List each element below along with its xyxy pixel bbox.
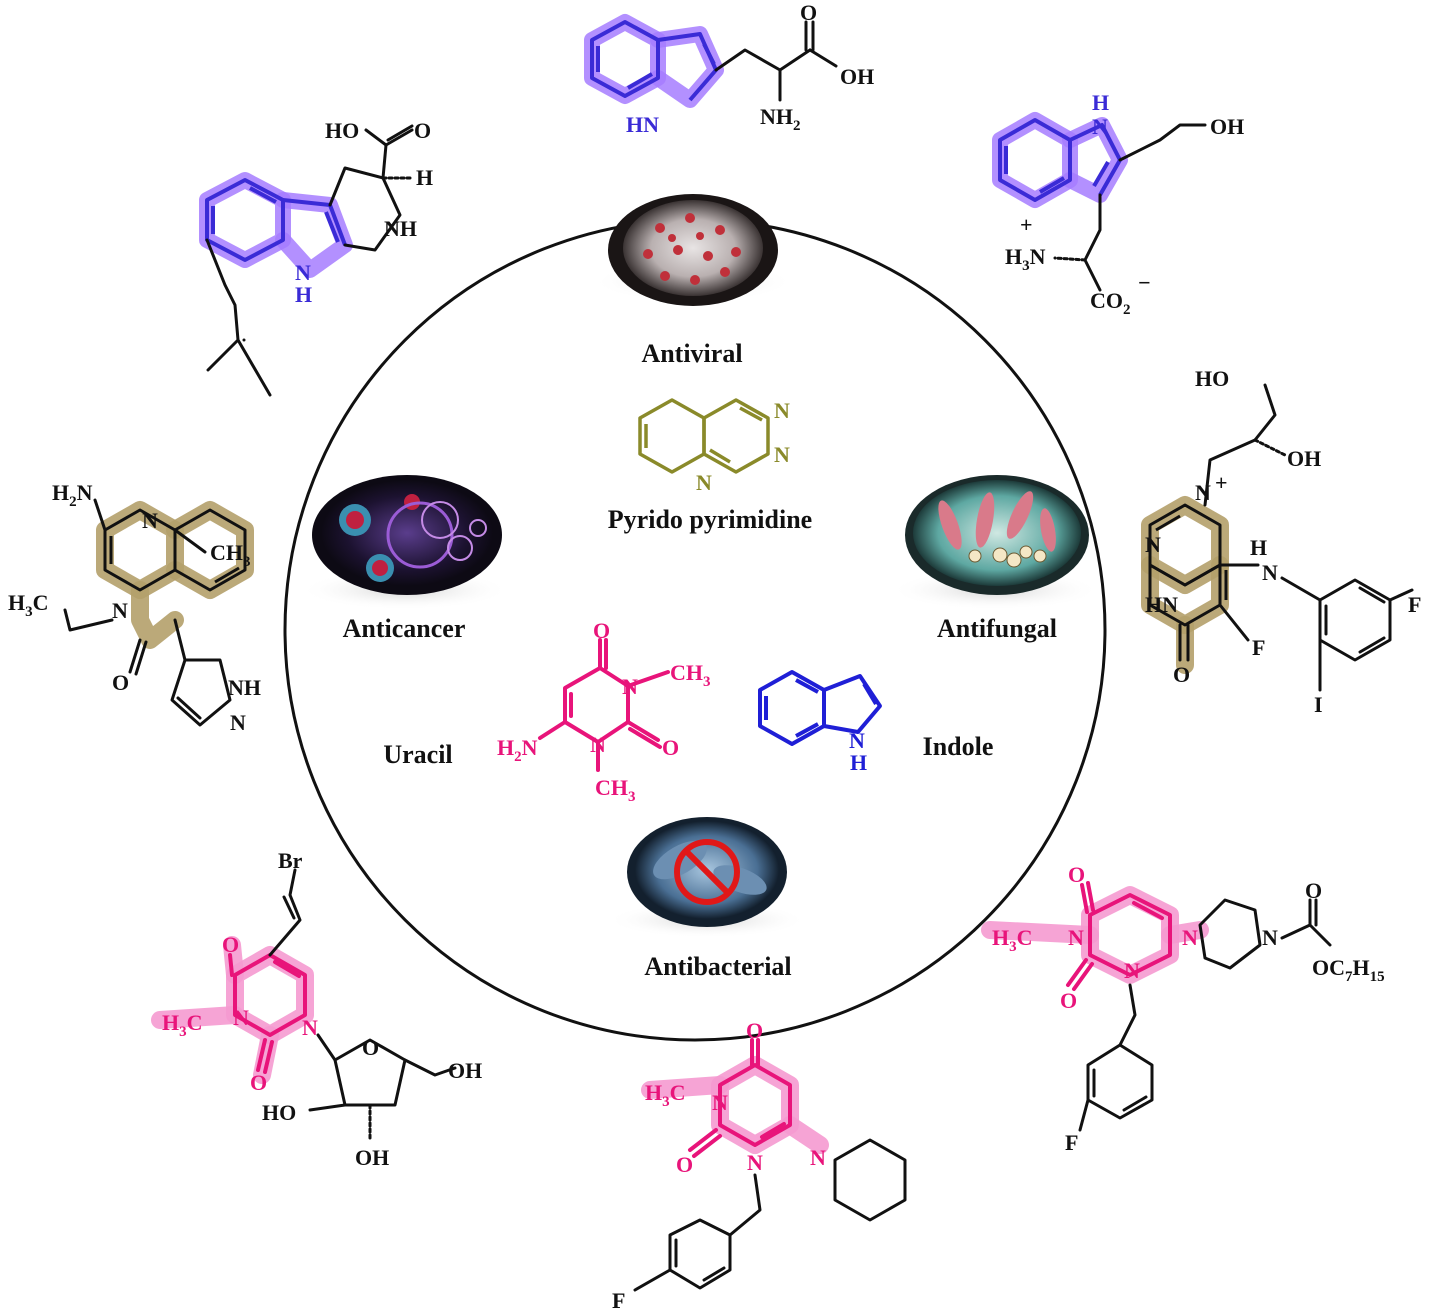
right-f-aryl: F: [1408, 592, 1421, 617]
pu-f: F: [612, 1288, 625, 1313]
right-plus: +: [1215, 470, 1228, 495]
bvu-o-bottom: O: [250, 1070, 267, 1095]
pz-f: F: [1065, 1130, 1078, 1155]
antibacterial-image: [607, 817, 807, 938]
uracil-h2n: H2N: [497, 735, 538, 765]
right-hn: HN: [1145, 592, 1178, 617]
left-n2: N: [112, 598, 128, 623]
bromovinyl-uridine-structure: O N H3C N O Br O OH HO OH: [151, 848, 482, 1170]
right-o: O: [1173, 662, 1190, 687]
carboline-ho: HO: [325, 118, 359, 143]
right-ho: HO: [1195, 366, 1229, 391]
trp-nh2: NH2: [760, 104, 801, 134]
carboline-n: N: [295, 260, 311, 285]
left-h2n: H2N: [52, 480, 93, 510]
indole-n: N: [849, 728, 865, 753]
uracil-o-right: O: [662, 735, 679, 760]
left-n-pyrazole: N: [230, 710, 246, 735]
right-nh-n: N: [1262, 560, 1278, 585]
prohibited-icon: [674, 839, 740, 905]
uracil-ch3-right: CH3: [670, 660, 711, 690]
tryptophol-h: H: [1092, 90, 1109, 115]
pz-h3c: H3C: [992, 925, 1033, 955]
uracil-n-bottom: N: [590, 732, 606, 757]
right-i: I: [1314, 692, 1323, 717]
right-oh: OH: [1287, 446, 1321, 471]
uracil-ch3-bottom: CH3: [595, 775, 636, 805]
uracil-label: Uracil: [383, 740, 452, 769]
antibacterial-label: Antibacterial: [644, 952, 791, 981]
pz-n3: N: [1182, 925, 1198, 950]
tryptophol-h3n: H3N: [1005, 244, 1046, 274]
pu-n3: N: [810, 1145, 826, 1170]
pz-o-bottom: O: [1060, 988, 1077, 1013]
antifungal-image: [890, 475, 1100, 610]
bvu-o-ring: O: [362, 1035, 379, 1060]
carboline-o: O: [414, 118, 431, 143]
bvu-n1: N: [233, 1005, 249, 1030]
pyrazolyl-pyridopyrimidine-structure: H2N N N CH3 H3C O NH N: [8, 480, 261, 735]
trp-oh: OH: [840, 64, 874, 89]
tryptophol-oh: OH: [1210, 114, 1244, 139]
tryptophol-structure: H N OH + H3N CO2 −: [992, 90, 1244, 318]
tryptophol-minus: −: [1138, 270, 1151, 295]
pz-oc7h15: OC7H15: [1312, 955, 1385, 985]
pyrido-pyrimidine-structure: N N N: [638, 398, 790, 495]
prenyl-carboline-structure: N H NH HO O H: [199, 118, 433, 397]
pyrido-label: Pyrido pyrimidine: [608, 505, 812, 534]
antiviral-label: Antiviral: [641, 339, 742, 368]
tryptophol-n: N: [1092, 114, 1108, 139]
piperidinyl-uracil-structure: O H3C N O N N F: [612, 1018, 907, 1313]
pyrido-n2: N: [774, 442, 790, 467]
indole-label: Indole: [923, 732, 994, 761]
carboline-h: H: [295, 282, 312, 307]
left-h3c: H3C: [8, 590, 49, 620]
bvu-oh-right: OH: [448, 1058, 482, 1083]
bvu-br: Br: [278, 848, 303, 873]
indole-h: H: [850, 750, 867, 775]
indole-structure: N H: [758, 670, 882, 775]
antiviral-image: [593, 194, 793, 306]
pu-o-top: O: [746, 1018, 763, 1043]
right-f-ring: F: [1252, 635, 1265, 660]
trp-o: O: [800, 0, 817, 25]
right-nh-h: H: [1250, 535, 1267, 560]
pz-n4: N: [1262, 925, 1278, 950]
pu-o-left: O: [676, 1152, 693, 1177]
right-n: N: [1145, 532, 1161, 557]
pu-h3c: H3C: [645, 1080, 686, 1110]
pz-n2: N: [1124, 958, 1140, 983]
tryptophan-structure: HN O OH NH2: [584, 0, 874, 137]
piperazine-uracil-structure: O H3C N O N N N O OC7H15 F: [981, 862, 1385, 1155]
anticancer-label: Anticancer: [343, 614, 466, 643]
pz-o-carb: O: [1305, 878, 1322, 903]
anticancer-image: [300, 475, 510, 610]
tryptophol-plus: +: [1020, 212, 1033, 237]
pu-n1: N: [712, 1090, 728, 1115]
aniline-pyridopyrimidine-structure: N + N HN O F HO OH H N F I: [1141, 366, 1421, 717]
antifungal-label: Antifungal: [937, 614, 1057, 643]
pyrido-n3: N: [696, 470, 712, 495]
bvu-oh-bottom: OH: [355, 1145, 389, 1170]
bvu-n2: N: [302, 1015, 318, 1040]
carboline-nh: NH: [384, 216, 417, 241]
bvu-h3c: H3C: [162, 1010, 203, 1040]
uracil-n-right: N: [622, 674, 638, 699]
left-ch3-top: CH3: [210, 540, 251, 570]
trp-hn: HN: [626, 112, 659, 137]
bvu-ho: HO: [262, 1100, 296, 1125]
pyrido-n1: N: [774, 398, 790, 423]
uracil-o-top: O: [593, 618, 610, 643]
tryptophol-co2: CO2: [1090, 288, 1131, 318]
left-nh-pyrazole: NH: [228, 675, 261, 700]
left-o: O: [112, 670, 129, 695]
pz-o-top: O: [1068, 862, 1085, 887]
carboline-h-stereo: H: [416, 165, 433, 190]
uracil-structure: O N CH3 O N CH3 H2N: [497, 618, 711, 805]
pu-n2: N: [747, 1150, 763, 1175]
pz-n1: N: [1068, 925, 1084, 950]
bvu-o-top: O: [222, 932, 239, 957]
left-n1: N: [142, 508, 158, 533]
